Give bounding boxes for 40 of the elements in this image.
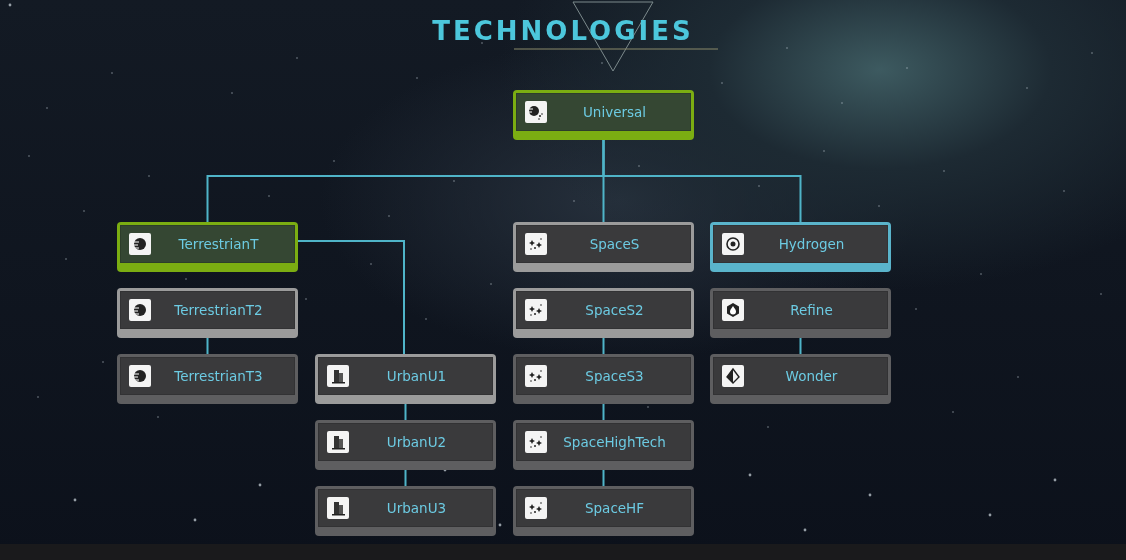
technology-card: [513, 486, 694, 536]
technology-name: UrbanU2: [385, 434, 448, 450]
technology-name: SpaceS3: [584, 368, 645, 384]
connector-line: [799, 337, 802, 355]
technology-card: [513, 420, 694, 470]
technology-name: TerrestrianT2: [173, 302, 264, 318]
connector-line: [602, 469, 605, 487]
connector-line: [602, 403, 605, 421]
technology-card: [117, 288, 298, 338]
technology-name: UrbanU1: [385, 368, 448, 384]
technology-card: [513, 90, 694, 140]
technology-card: [513, 354, 694, 404]
technology-name: Universal: [581, 104, 648, 120]
title: TECHNOLOGIES: [431, 16, 695, 46]
connector-line: [602, 337, 605, 355]
technology-name: UrbanU3: [385, 500, 448, 516]
technology-name: SpaceS: [588, 236, 641, 252]
technology-name: TerrestrianT3: [173, 368, 264, 384]
technology-name: TerrestrianT: [177, 236, 260, 252]
technology-card: [315, 486, 496, 536]
connector-line: [206, 337, 209, 355]
connector-line: [602, 139, 802, 223]
connector-line: [404, 403, 407, 421]
technology-name: SpaceS2: [584, 302, 645, 318]
technology-card: [117, 354, 298, 404]
technology-card: [117, 222, 298, 272]
technology-card: [315, 354, 496, 404]
technology-card: [513, 288, 694, 338]
technology-card: [710, 288, 891, 338]
connector-line: [297, 240, 405, 355]
technology-card: [513, 222, 694, 272]
connector-line: [404, 469, 407, 487]
technology-card: [315, 420, 496, 470]
technology-name: Hydrogen: [777, 236, 846, 252]
technology-name: Wonder: [784, 368, 839, 384]
technology-name: SpaceHighTech: [562, 434, 667, 450]
technology-card: [710, 354, 891, 404]
technology-name: SpaceHF: [583, 500, 646, 516]
technology-name: Refine: [789, 302, 834, 318]
technology-card: [710, 222, 891, 272]
